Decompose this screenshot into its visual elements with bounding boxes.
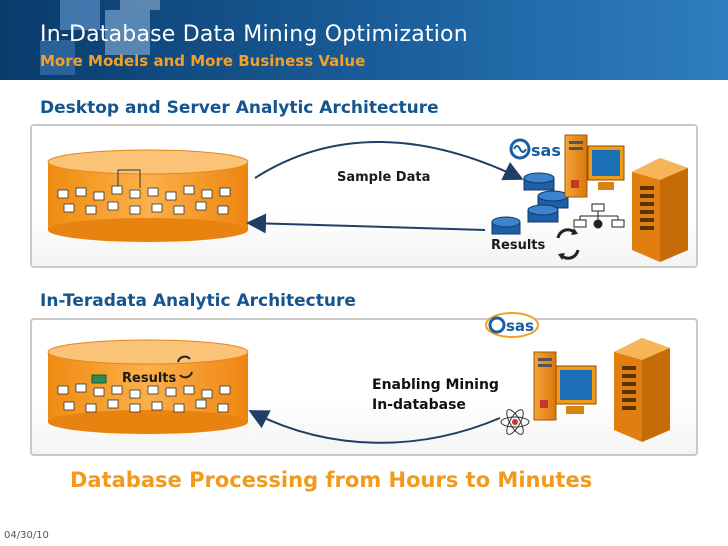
page-title: In-Database Data Mining Optimization	[40, 22, 468, 47]
server-tower-icon	[632, 158, 688, 262]
sas-logo-text: sas	[506, 317, 534, 335]
footer-tagline: Database Processing from Hours to Minute…	[70, 468, 593, 492]
in-database-label: In-database	[372, 397, 466, 413]
server-tower-icon	[614, 338, 670, 442]
header-banner: In-Database Data Mining Optimization Mor…	[0, 0, 728, 80]
section-title-desktop-server: Desktop and Server Analytic Architecture	[40, 98, 439, 118]
sample-data-arrow	[254, 141, 524, 181]
atom-icon	[500, 409, 530, 435]
desktop-computer-icon	[564, 134, 625, 198]
refresh-cycle-icon	[556, 228, 580, 260]
database-cylinder-icon	[47, 149, 249, 242]
section-title-in-teradata: In-Teradata Analytic Architecture	[40, 291, 356, 311]
results-label: Results	[491, 238, 546, 253]
database-cylinder-icon	[47, 339, 249, 434]
decorative-cubes-icon	[40, 0, 160, 75]
results-arrow	[246, 213, 486, 234]
org-chart-icon	[573, 203, 625, 229]
sas-logo-icon: sas	[509, 138, 561, 160]
sas-logo-text: sas	[531, 141, 561, 160]
sample-data-label: Sample Data	[337, 170, 431, 185]
stacked-data-disks-icon	[491, 172, 569, 235]
results-return-arrow	[248, 410, 501, 444]
desktop-computer-icon	[533, 351, 597, 421]
slide-date: 04/30/10	[4, 530, 49, 541]
page-subtitle: More Models and More Business Value	[40, 52, 366, 70]
enabling-mining-label: Enabling Mining	[372, 377, 499, 393]
db-results-label: Results	[122, 371, 177, 386]
sas-logo-icon: sas	[485, 312, 539, 338]
refresh-cycle-icon	[177, 355, 193, 379]
